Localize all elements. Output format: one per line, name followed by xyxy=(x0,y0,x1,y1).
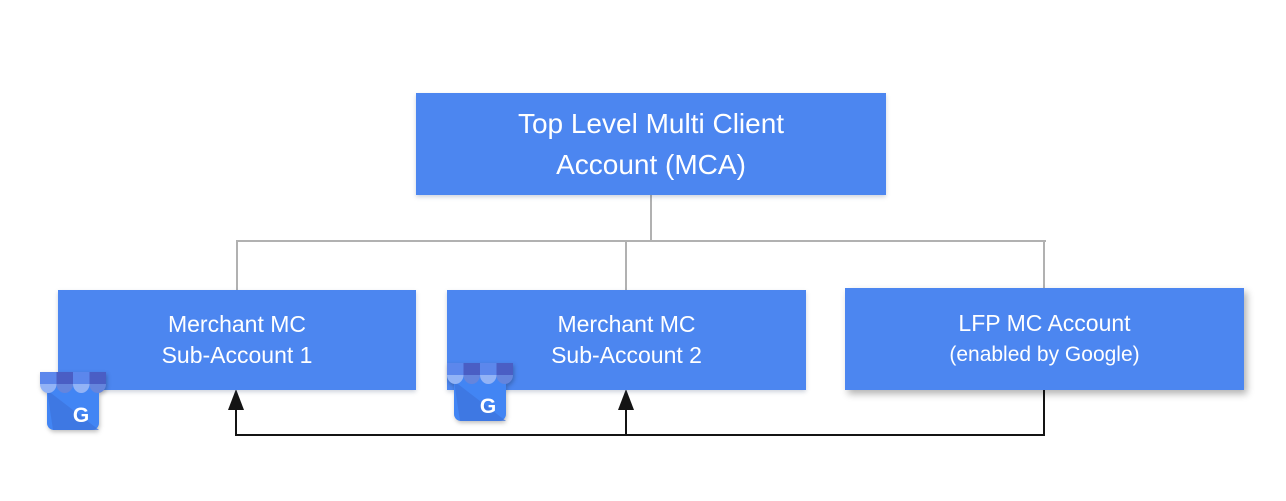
arrowhead-into-sub1-icon xyxy=(228,389,244,410)
google-my-business-icon: G xyxy=(40,372,106,430)
connector-drop-sub2 xyxy=(625,240,627,290)
node-lfp-label-line2: (enabled by Google) xyxy=(949,343,1140,366)
gmb-awning-stripe xyxy=(447,363,464,375)
google-my-business-icon: G xyxy=(447,363,513,421)
node-mca-label-line2: Account (MCA) xyxy=(556,149,746,180)
gmb-awning-scallop xyxy=(56,384,73,393)
gmb-awning-scallop xyxy=(463,375,480,384)
connector-mca-down xyxy=(650,195,652,241)
gmb-awning-stripe xyxy=(480,363,497,375)
node-sub1-label-line1: Merchant MC xyxy=(167,311,307,337)
arrowhead-into-sub2-icon xyxy=(618,389,634,410)
connector-horizontal-bus xyxy=(236,240,1046,242)
gmb-awning-stripe xyxy=(89,372,106,384)
node-sub1-label-line2: Sub-Account 1 xyxy=(161,342,313,368)
flow-line-up-sub1 xyxy=(235,408,237,435)
gmb-g-letter: G xyxy=(480,395,496,418)
node-sub2-label-line1: Merchant MC xyxy=(557,311,696,337)
node-mca-label-line1: Top Level Multi Client xyxy=(517,108,785,139)
node-mca: Top Level Multi Client Account (MCA) xyxy=(416,93,886,195)
gmb-awning-stripe xyxy=(73,372,90,384)
flow-line-up-sub2 xyxy=(625,408,627,435)
gmb-awning-stripe xyxy=(496,363,513,375)
flow-line-lfp-down xyxy=(1043,390,1045,436)
gmb-fold-shadow xyxy=(454,381,506,421)
gmb-g-letter: G xyxy=(73,404,89,427)
gmb-awning-scallop xyxy=(89,384,106,393)
gmb-awning-scallop xyxy=(40,384,57,393)
flow-line-horizontal xyxy=(235,434,1045,436)
connector-drop-lfp xyxy=(1043,240,1045,288)
gmb-awning-stripe xyxy=(463,363,480,375)
gmb-fold-shadow xyxy=(47,390,99,430)
gmb-awning-scallop xyxy=(447,375,464,384)
connector-drop-sub1 xyxy=(236,240,238,290)
node-lfp-mc-account: LFP MC Account (enabled by Google) xyxy=(845,288,1244,390)
node-lfp-label-line1: LFP MC Account xyxy=(958,310,1131,336)
node-merchant-sub-account-1: Merchant MC Sub-Account 1 xyxy=(58,290,416,390)
gmb-awning-scallop xyxy=(496,375,513,384)
gmb-awning-scallop xyxy=(480,375,497,384)
gmb-awning-stripe xyxy=(56,372,73,384)
node-sub2-label-line2: Sub-Account 2 xyxy=(551,342,702,368)
gmb-awning-stripe xyxy=(40,372,57,384)
gmb-awning-scallop xyxy=(73,384,90,393)
